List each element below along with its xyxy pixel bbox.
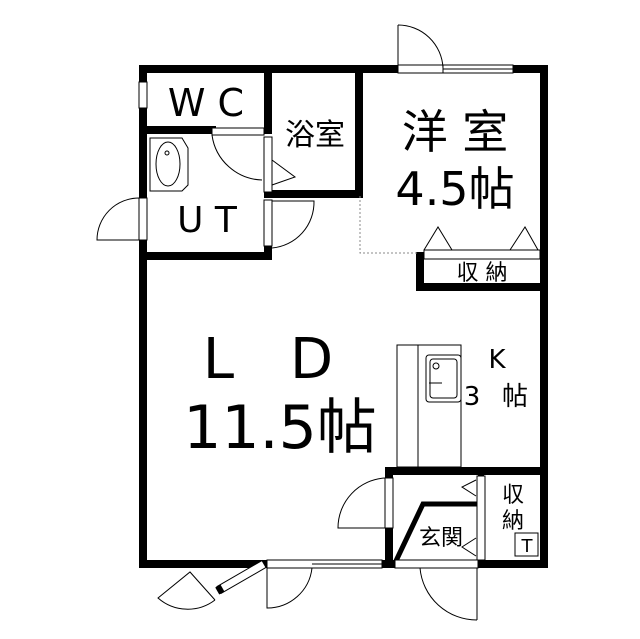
t-box-label: T: [521, 536, 534, 557]
wc-label: W C: [168, 81, 244, 125]
storage-door: [460, 475, 486, 561]
kitchen-counter: [396, 344, 462, 468]
ld-entrance-door: [337, 477, 394, 529]
bath-door: [263, 136, 297, 193]
inner-walls: [139, 65, 548, 568]
t-box: [514, 532, 539, 557]
dotted-partition: [359, 196, 418, 254]
western-room-label: 洋 室: [402, 105, 509, 159]
toilet-bathtub-fixture: [149, 137, 189, 192]
wc-window: [138, 81, 148, 109]
storage-label-top: 収: [502, 483, 524, 508]
kitchen-label: K: [488, 345, 506, 375]
bath-label: 浴室: [285, 118, 345, 153]
entrance-door: [394, 559, 479, 621]
top-door: [397, 24, 444, 74]
living-dining-size: 11.5帖: [183, 393, 377, 463]
ld-window-right: [266, 559, 383, 609]
kitchen-size-number: 3: [464, 382, 481, 412]
western-storage-label: 収 納: [457, 261, 508, 286]
western-room-size: 4.5帖: [395, 162, 514, 216]
wc-door: [211, 127, 265, 181]
ld-window-left: [157, 559, 267, 610]
storage-label-bottom: 納: [502, 509, 524, 534]
utility-label: U T: [177, 200, 238, 241]
entrance-label: 玄関: [419, 526, 463, 551]
kitchen-size-unit: 帖: [502, 382, 528, 412]
top-window: [442, 64, 514, 74]
closet-doors: [423, 226, 541, 260]
ut-side-door: [263, 199, 315, 249]
ut-door: [96, 197, 148, 241]
living-dining-label: L D: [203, 327, 333, 392]
